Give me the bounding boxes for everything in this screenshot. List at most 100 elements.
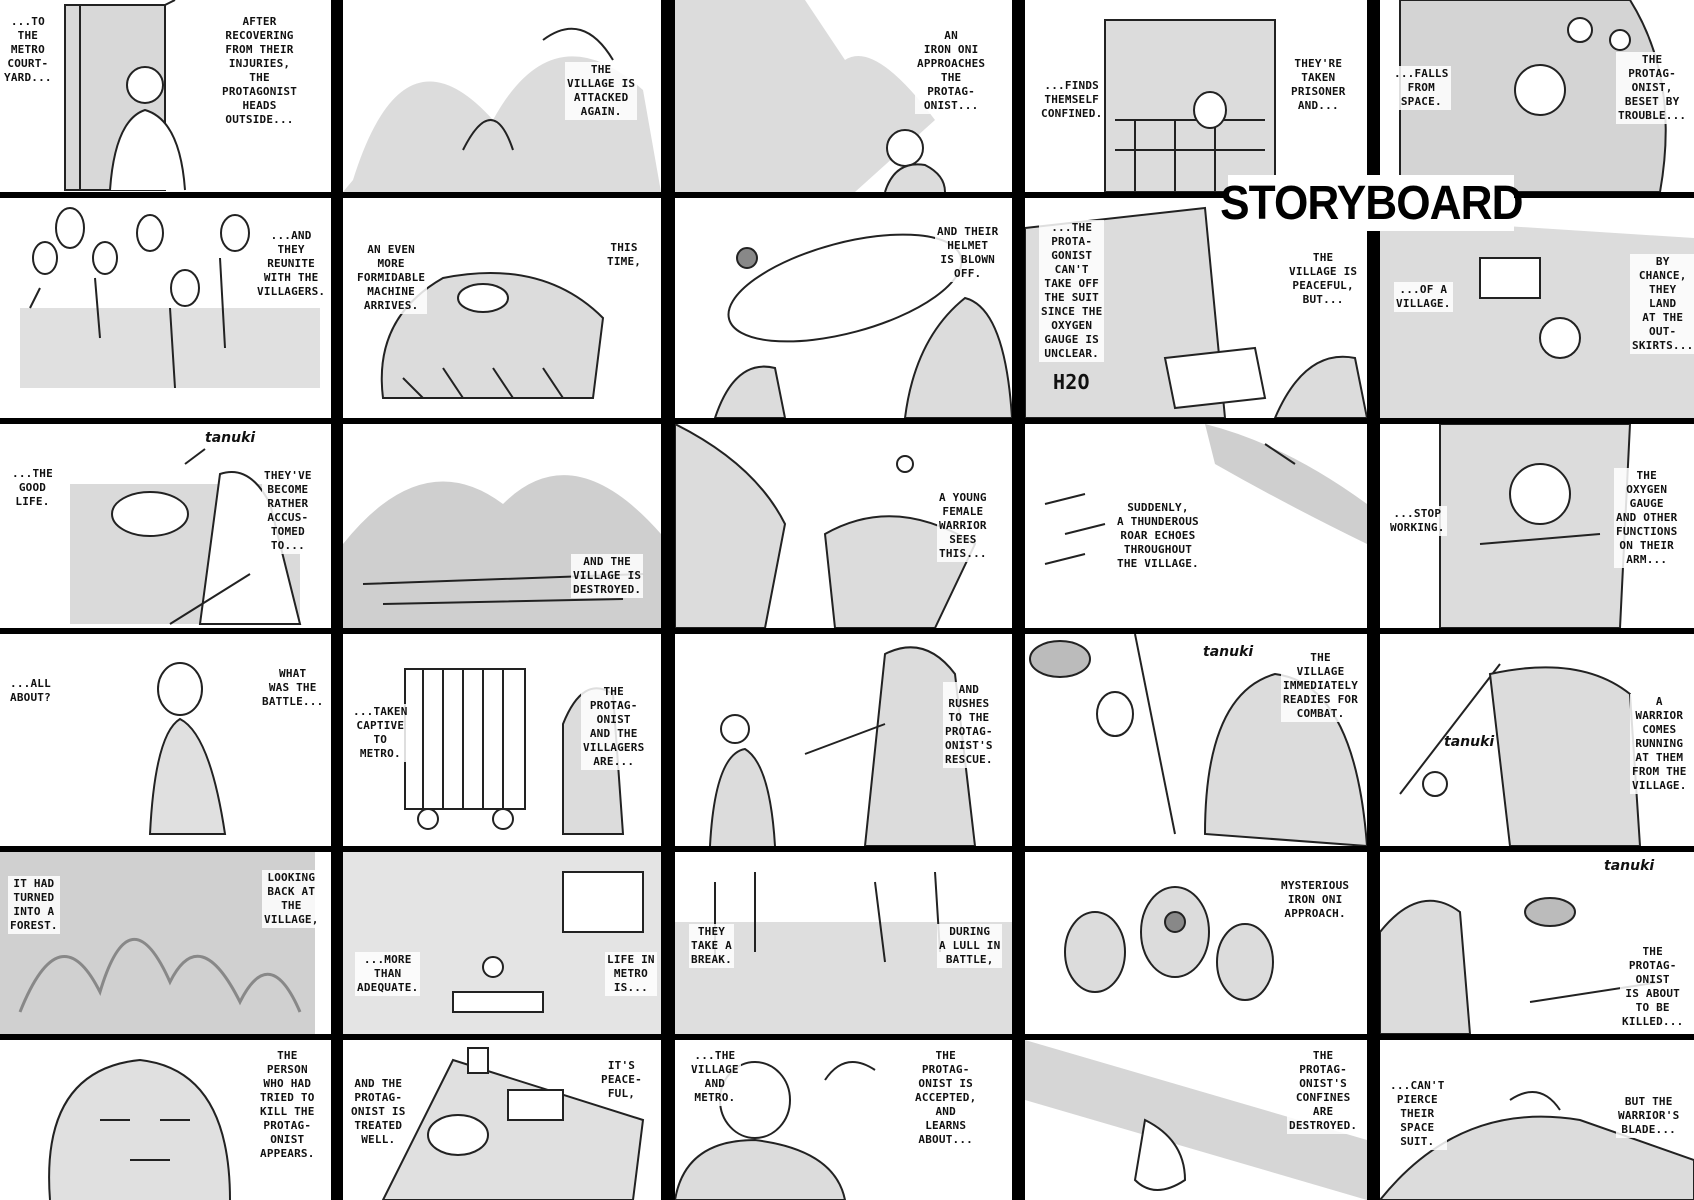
caption: THE PROTAG- ONIST, BESET BY TROUBLE... <box>1616 52 1689 124</box>
caption: ...THE GOOD LIFE. <box>10 466 55 510</box>
caption: ...THE VILLAGE AND METRO. <box>689 1048 741 1106</box>
caption: ...OF A VILLAGE. <box>1394 282 1453 312</box>
caption: ...TAKEN CAPTIVE TO METRO. <box>351 704 410 762</box>
sketch-falling-astronaut <box>1399 0 1667 192</box>
caption: BY CHANCE, THEY LAND AT THE OUT- SKIRTS.… <box>1630 254 1694 354</box>
panel-forest: IT HAD TURNED INTO A FOREST. LOOKING BAC… <box>0 852 331 1034</box>
panel-thunderous-roar: SUDDENLY, A THUNDEROUS ROAR ECHOES THROU… <box>1025 424 1367 628</box>
panel-formidable-machine: AN EVEN MORE FORMIDABLE MACHINE ARRIVES.… <box>343 198 661 418</box>
caption: IT'S PEACE- FUL, <box>599 1058 644 1102</box>
caption: ...MORE THAN ADEQUATE. <box>355 952 421 996</box>
h2o-sign: H2O <box>1053 370 1090 394</box>
sketch-helmet-blast <box>713 233 1012 418</box>
caption: ...STOP WORKING. <box>1388 506 1447 536</box>
panel-cant-remove-suit: ...THE PROTA- GONIST CAN'T TAKE OFF THE … <box>1025 198 1367 418</box>
sketch-confines-break <box>1025 1040 1367 1200</box>
tanuki-label: tanuki <box>1604 858 1655 874</box>
sketch-blade <box>1380 1091 1694 1200</box>
caption: A YOUNG FEMALE WARRIOR SEES THIS... <box>937 490 989 562</box>
sketch-tanuki-meal <box>70 448 302 625</box>
tanuki-label: tanuki <box>205 430 256 446</box>
caption: THE PROTAG- ONIST AND THE VILLAGERS ARE.… <box>581 684 647 770</box>
caption: AND THE VILLAGE IS DESTROYED. <box>571 554 644 598</box>
caption: ...AND THEY REUNITE WITH THE VILLAGERS. <box>255 228 328 300</box>
caption: THE OXYGEN GAUGE AND OTHER FUNCTIONS ON … <box>1614 468 1680 568</box>
caption: AN IRON ONI APPROACHES THE PROTAG- ONIST… <box>915 28 988 114</box>
storyboard-column-3: AN IRON ONI APPROACHES THE PROTAG- ONIST… <box>675 0 1012 1200</box>
sketch-roar <box>1044 424 1367 565</box>
panel-iron-oni-approaches: AN IRON ONI APPROACHES THE PROTAG- ONIST… <box>675 0 1012 192</box>
sketch-landing <box>1380 218 1694 418</box>
title-box: STORYBOARD <box>1220 175 1523 231</box>
tanuki-label: tanuki <box>1203 644 1254 660</box>
caption: THE PROTAG- ONIST'S CONFINES ARE DESTROY… <box>1287 1048 1360 1134</box>
panel-accepted: ...THE VILLAGE AND METRO. THE PROTAG- ON… <box>675 1040 1012 1200</box>
panel-readies-combat: tanuki THE VILLAGE IMMEDIATELY READIES F… <box>1025 634 1367 846</box>
storyboard-column-5: ...FALLS FROM SPACE. THE PROTAG- ONIST, … <box>1380 0 1694 1200</box>
caption: ...TO THE METRO COURT- YARD... <box>2 14 54 86</box>
panel-taken-captive: ...TAKEN CAPTIVE TO METRO. THE PROTAG- O… <box>343 634 661 846</box>
panel-outskirts: ...OF A VILLAGE. BY CHANCE, THEY LAND AT… <box>1380 198 1694 418</box>
caption: THE VILLAGE IMMEDIATELY READIES FOR COMB… <box>1281 650 1361 722</box>
caption: AN EVEN MORE FORMIDABLE MACHINE ARRIVES. <box>355 242 428 314</box>
caption: THEY TAKE A BREAK. <box>689 924 734 968</box>
sketch-protagonist-at-door <box>64 0 186 191</box>
caption: AND THEIR HELMET IS BLOWN OFF. <box>935 224 1001 282</box>
caption: DURING A LULL IN BATTLE, <box>937 924 1003 968</box>
panel-confines-destroyed: THE PROTAG- ONIST'S CONFINES ARE DESTROY… <box>1025 1040 1367 1200</box>
sketch-food-tray <box>381 1047 645 1200</box>
panel-person-appears: THE PERSON WHO HAD TRIED TO KILL THE PRO… <box>0 1040 331 1200</box>
sketch-warrior-charge <box>1399 663 1642 846</box>
panel-good-life: tanuki ...THE GOOD LIFE. THEY'VE BECOME … <box>0 424 331 628</box>
storyboard-column-4: ...FINDS THEMSELF CONFINED. THEY'RE TAKE… <box>1025 0 1367 1200</box>
caption: SUDDENLY, A THUNDEROUS ROAR ECHOES THROU… <box>1115 500 1201 572</box>
sketch-villagers <box>20 207 320 389</box>
sketch-oni-group <box>1064 886 1274 1001</box>
page-title: STORYBOARD <box>1219 176 1523 230</box>
caption: THEY'VE BECOME RATHER ACCUS- TOMED TO... <box>262 468 314 554</box>
caption: AFTER RECOVERING FROM THEIR INJURIES, TH… <box>220 14 300 128</box>
panel-lull-in-battle: THEY TAKE A BREAK. DURING A LULL IN BATT… <box>675 852 1012 1034</box>
caption: A WARRIOR COMES RUNNING AT THEM FROM THE… <box>1630 694 1689 794</box>
panel-warrior-running: tanuki A WARRIOR COMES RUNNING AT THEM F… <box>1380 634 1694 846</box>
caption: THE PROTAG- ONIST IS ACCEPTED, AND LEARN… <box>913 1048 979 1148</box>
panel-iron-oni-approach: MYSTERIOUS IRON ONI APPROACH. <box>1025 852 1367 1034</box>
panel-village-attacked: THE VILLAGE IS ATTACKED AGAIN. <box>343 0 661 192</box>
caption: ...CAN'T PIERCE THEIR SPACE SUIT. <box>1388 1078 1447 1150</box>
storyboard-column-2: THE VILLAGE IS ATTACKED AGAIN. AN EVEN M… <box>343 0 661 1200</box>
caption: MYSTERIOUS IRON ONI APPROACH. <box>1279 878 1352 922</box>
caption: BUT THE WARRIOR'S BLADE... <box>1616 1094 1682 1138</box>
storyboard-column-1: ...TO THE METRO COURT- YARD... AFTER REC… <box>0 0 331 1200</box>
panel-about-to-be-killed: tanuki THE PROTAG- ONIST IS ABOUT TO BE … <box>1380 852 1694 1034</box>
panel-life-in-metro: ...MORE THAN ADEQUATE. LIFE IN METRO IS.… <box>343 852 661 1034</box>
panel-confined: ...FINDS THEMSELF CONFINED. THEY'RE TAKE… <box>1025 0 1367 192</box>
caption: AND THE PROTAG- ONIST IS TREATED WELL. <box>349 1076 408 1148</box>
caption: ...FALLS FROM SPACE. <box>1392 66 1451 110</box>
panel-helmet-blown-off: AND THEIR HELMET IS BLOWN OFF. <box>675 198 1012 418</box>
caption: AND RUSHES TO THE PROTAG- ONIST'S RESCUE… <box>943 682 995 768</box>
caption: THE PROTAG- ONIST IS ABOUT TO BE KILLED.… <box>1620 944 1686 1030</box>
panel-battle-about: ...ALL ABOUT? WHAT WAS THE BATTLE... <box>0 634 331 846</box>
caption: THE VILLAGE IS PEACEFUL, BUT... <box>1287 250 1360 308</box>
caption: ...ALL ABOUT? <box>8 676 53 706</box>
panel-blade-cant-pierce: ...CAN'T PIERCE THEIR SPACE SUIT. BUT TH… <box>1380 1040 1694 1200</box>
caption: THIS TIME, <box>605 240 644 270</box>
caption: WHAT WAS THE BATTLE... <box>260 666 326 710</box>
panel-treated-well: AND THE PROTAG- ONIST IS TREATED WELL. I… <box>343 1040 661 1200</box>
sketch-face <box>48 1058 231 1200</box>
panel-rushes-rescue: AND RUSHES TO THE PROTAG- ONIST'S RESCUE… <box>675 634 1012 846</box>
panel-stop-working: ...STOP WORKING. THE OXYGEN GAUGE AND OT… <box>1380 424 1694 628</box>
panel-reunite-villagers: ...AND THEY REUNITE WITH THE VILLAGERS. <box>0 198 331 418</box>
caption: THE PERSON WHO HAD TRIED TO KILL THE PRO… <box>258 1048 317 1162</box>
sketch-iron-oni <box>675 0 946 192</box>
caption: LOOKING BACK AT THE VILLAGE, <box>262 870 321 928</box>
sketch-metro-room <box>343 852 661 1034</box>
caption: ...FINDS THEMSELF CONFINED. <box>1039 78 1105 122</box>
sketch-spear-attack <box>1380 897 1661 1034</box>
caption: THE VILLAGE IS ATTACKED AGAIN. <box>565 62 638 120</box>
panel-village-destroyed: AND THE VILLAGE IS DESTROYED. <box>343 424 661 628</box>
panel-metro-courtyard: ...TO THE METRO COURT- YARD... AFTER REC… <box>0 0 331 192</box>
sketch-arm-gauge <box>1439 424 1632 628</box>
sketch-cell <box>1104 19 1276 192</box>
